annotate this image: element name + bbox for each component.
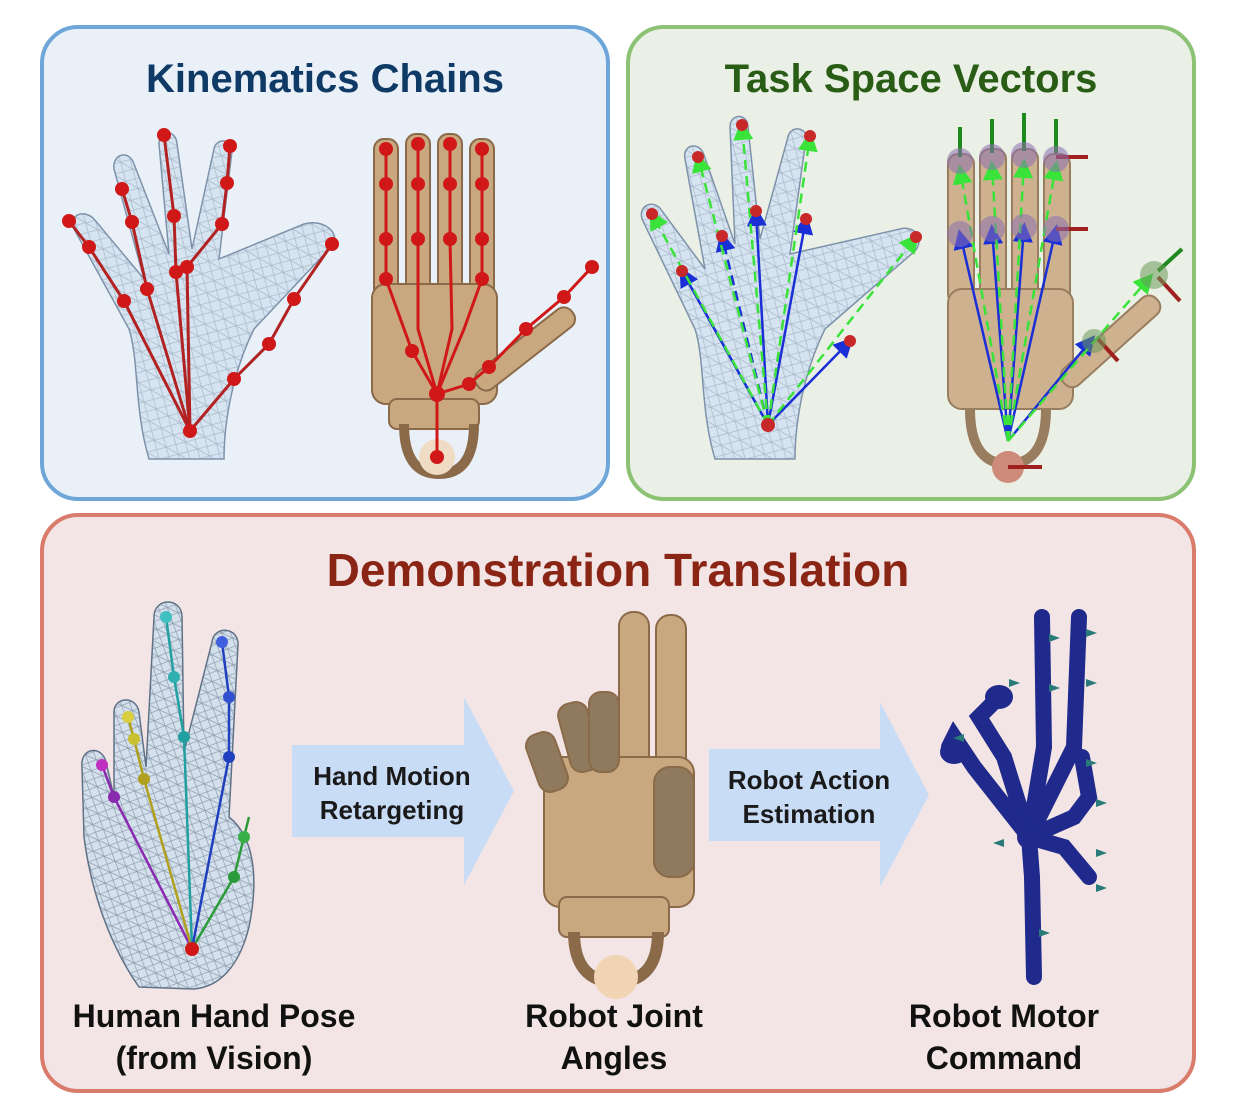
robot-joint-angles-caption-line1: Robot Joint (525, 998, 703, 1034)
action-estimation-label: Robot Action Estimation (709, 763, 909, 831)
kinematics-chains-panel: Kinematics Chains (40, 25, 610, 501)
robot-joints (379, 137, 599, 464)
retargeting-label-line1: Hand Motion (313, 761, 471, 791)
robot-joint-angles-caption-line2: Angles (560, 1040, 668, 1076)
human-hand-pose-caption-line2: (from Vision) (115, 1040, 313, 1076)
human-vector-points (646, 119, 922, 432)
human-hand-pose-caption: Human Hand Pose (from Vision) (44, 995, 384, 1079)
task-space-vectors-title: Task Space Vectors (724, 57, 1098, 101)
human-hand-pose-caption-line1: Human Hand Pose (72, 998, 356, 1034)
retargeting-label: Hand Motion Retargeting (292, 759, 492, 827)
action-estimation-arrow (709, 702, 929, 887)
demonstration-figure (81, 601, 1107, 999)
retargeting-arrow (292, 697, 514, 885)
robot-hand (371, 133, 577, 480)
demonstration-translation-panel: Demonstration Translation (40, 513, 1196, 1093)
demonstration-translation-title: Demonstration Translation (326, 544, 910, 596)
robot-motor-command-caption-line1: Robot Motor (908, 998, 1100, 1034)
robot-motor-command-skeleton (941, 609, 1098, 985)
robot-joint-angles-hand (525, 611, 695, 999)
human-task-vectors (649, 120, 920, 426)
task-space-vectors-panel: Task Space Vectors (626, 25, 1196, 501)
robot-hand (947, 148, 1162, 483)
robot-task-vectors (952, 158, 1154, 442)
robot-joint-angles-caption: Robot Joint Angles (484, 995, 744, 1079)
robot-motor-command-caption-line2: Command (925, 1040, 1083, 1076)
human-hand-pose (81, 601, 255, 990)
kinematics-figure (62, 128, 599, 480)
robot-motor-command-joints (940, 685, 1041, 849)
action-estimation-label-line2: Estimation (742, 799, 876, 829)
task-space-figure (640, 113, 1184, 483)
robot-frame-spheres (947, 142, 1168, 353)
human-joints (62, 128, 339, 438)
motor-spikes (953, 629, 1107, 937)
robot-motor-command-caption: Robot Motor Command (874, 995, 1134, 1079)
retargeting-label-line2: Retargeting (319, 795, 465, 825)
kinematics-chains-title: Kinematics Chains (146, 57, 504, 101)
action-estimation-label-line1: Robot Action (727, 765, 891, 795)
